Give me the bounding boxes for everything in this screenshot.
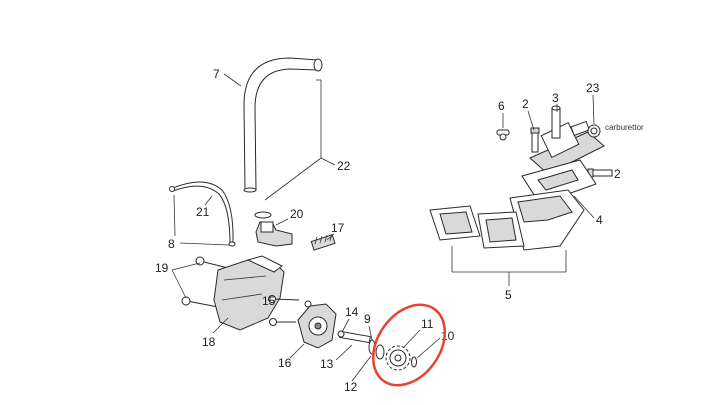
manifold-1 [529,105,605,175]
hose-7 [243,57,323,193]
callout-5: 5 [505,288,512,302]
callout-11: 11 [421,317,434,331]
callout-18: 18 [202,335,216,349]
shaft-13-14 [337,330,371,344]
screws-15 [268,295,300,326]
clamp-6 [496,129,510,141]
callout-2b: 2 [614,167,621,181]
leader-11 [403,329,421,348]
callout-23: 23 [586,81,600,95]
callout-16: 16 [278,356,292,370]
leader-20 [275,218,289,226]
cap-20 [254,211,293,247]
gear-11 [385,345,411,371]
leader-10 [416,337,441,359]
callout-8: 8 [168,237,175,251]
callout-13: 13 [320,357,334,371]
callout-2a: 2 [522,97,529,111]
callout-14: 14 [345,305,359,319]
leader-7 [223,73,242,87]
callout-4: 4 [596,213,603,227]
leader-19b [171,269,187,299]
callout-15: 15 [262,294,276,308]
callout-9: 9 [364,312,371,326]
carburettor-label: carburettor [605,123,644,132]
leader-19a [171,262,201,271]
leader-12 [351,355,372,382]
callout-17: 17 [331,221,345,235]
hose-21 [169,181,236,247]
leader-17 [326,233,335,241]
callout-19: 19 [155,261,169,275]
callout-12: 12 [344,380,358,394]
callout-6: 6 [498,99,505,113]
leader-8 [173,194,230,246]
reed-valve-5 [429,189,585,251]
leader-4 [573,195,595,219]
leader-21 [204,195,213,206]
callout-7: 7 [213,67,220,81]
bracket-22 [264,79,336,201]
bracket-5 [451,246,567,286]
callout-21: 21 [196,205,210,219]
leader-16 [289,343,305,359]
leader-23 [592,94,595,125]
clip-10 [411,356,417,368]
leader-13 [335,344,353,361]
gasket-4 [521,159,597,205]
leader-18 [212,317,229,334]
callout-22: 22 [337,159,351,173]
callout-3: 3 [552,91,559,105]
pump-body-16 [297,300,337,349]
leader-2a [527,110,535,131]
leader-9 [368,325,373,341]
cover-18 [213,255,285,331]
highlight-ellipse [371,303,447,387]
callout-20: 20 [290,207,304,221]
leader-14 [341,318,350,333]
